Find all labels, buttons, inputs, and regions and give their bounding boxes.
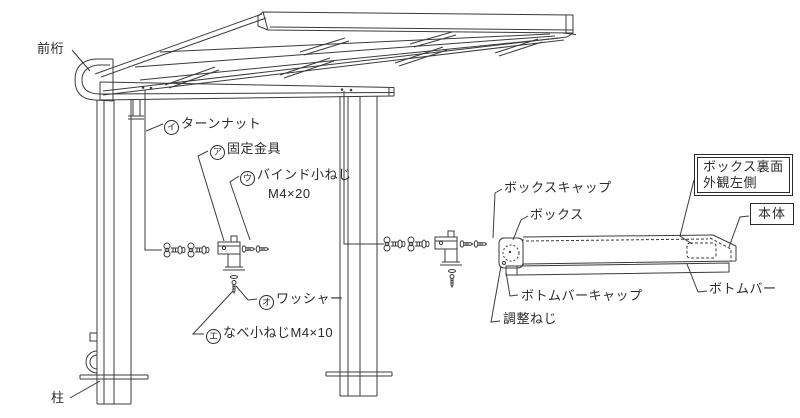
canopy-roof bbox=[94, 11, 577, 96]
label-bottom-bar-cap: ボトムバーキャップ bbox=[521, 288, 643, 304]
pan-screw-text: なべ小ねじM4×10 bbox=[223, 325, 334, 340]
bind-screw-text: バインド小ねじ bbox=[257, 167, 352, 182]
front-girder-text: 前桁 bbox=[37, 41, 65, 56]
box-rear-note-line1: ボックス裏面 bbox=[703, 159, 784, 174]
label-front-girder: 前桁 bbox=[37, 41, 64, 57]
bottom-bar-cap-text: ボトムバーキャップ bbox=[521, 288, 643, 303]
left-post bbox=[79, 100, 149, 405]
label-fixing-bracket: ア固定金具 bbox=[210, 141, 281, 160]
turn-nut-text: ターンナット bbox=[181, 116, 262, 131]
box-assembly bbox=[498, 234, 737, 276]
circled-mark-e: エ bbox=[206, 329, 221, 344]
front-beam bbox=[99, 81, 395, 101]
box-rear-note-inner: ボックス裏面 外観左側 bbox=[697, 157, 790, 193]
circled-mark-a: ア bbox=[210, 145, 225, 160]
pillar-text: 柱 bbox=[51, 390, 65, 405]
label-box-cap: ボックスキャップ bbox=[504, 180, 612, 196]
label-turn-nut: イターンナット bbox=[164, 116, 261, 135]
hardware-left bbox=[163, 235, 270, 295]
fixing-bracket-text: 固定金具 bbox=[227, 141, 282, 156]
box-cap-text: ボックスキャップ bbox=[504, 180, 612, 195]
label-adjust-screw: 調整ねじ bbox=[503, 311, 557, 327]
leader-lines bbox=[69, 49, 750, 399]
label-box-rear-note: ボックス裏面 外観左側 bbox=[694, 154, 793, 196]
label-bottom-bar: ボトムバー bbox=[709, 281, 777, 297]
bottom-bar-text: ボトムバー bbox=[709, 281, 777, 296]
bind-screw-line1: ウバインド小ねじ bbox=[240, 167, 352, 186]
label-washer: オワッシャー bbox=[259, 291, 344, 310]
box-text: ボックス bbox=[530, 207, 584, 222]
label-box: ボックス bbox=[530, 207, 584, 223]
label-main-body: 本体 bbox=[750, 203, 795, 225]
box-rear-note-line2: 外観左側 bbox=[703, 175, 758, 190]
hardware-right bbox=[383, 230, 488, 289]
middle-post bbox=[325, 96, 393, 397]
label-pan-screw: エなべ小ねじM4×10 bbox=[206, 325, 333, 344]
adjust-screw-text: 調整ねじ bbox=[503, 311, 558, 326]
bind-screw-size: M4×20 bbox=[268, 186, 311, 201]
label-pillar: 柱 bbox=[51, 390, 65, 406]
washer-text: ワッシャー bbox=[276, 291, 344, 306]
install-guide-lines bbox=[144, 90, 384, 251]
label-bind-screw: ウバインド小ねじ M4×20 bbox=[240, 167, 352, 202]
circled-mark-u: ウ bbox=[240, 171, 255, 186]
circled-mark-i: イ bbox=[164, 120, 179, 135]
circled-mark-o: オ bbox=[259, 295, 274, 310]
